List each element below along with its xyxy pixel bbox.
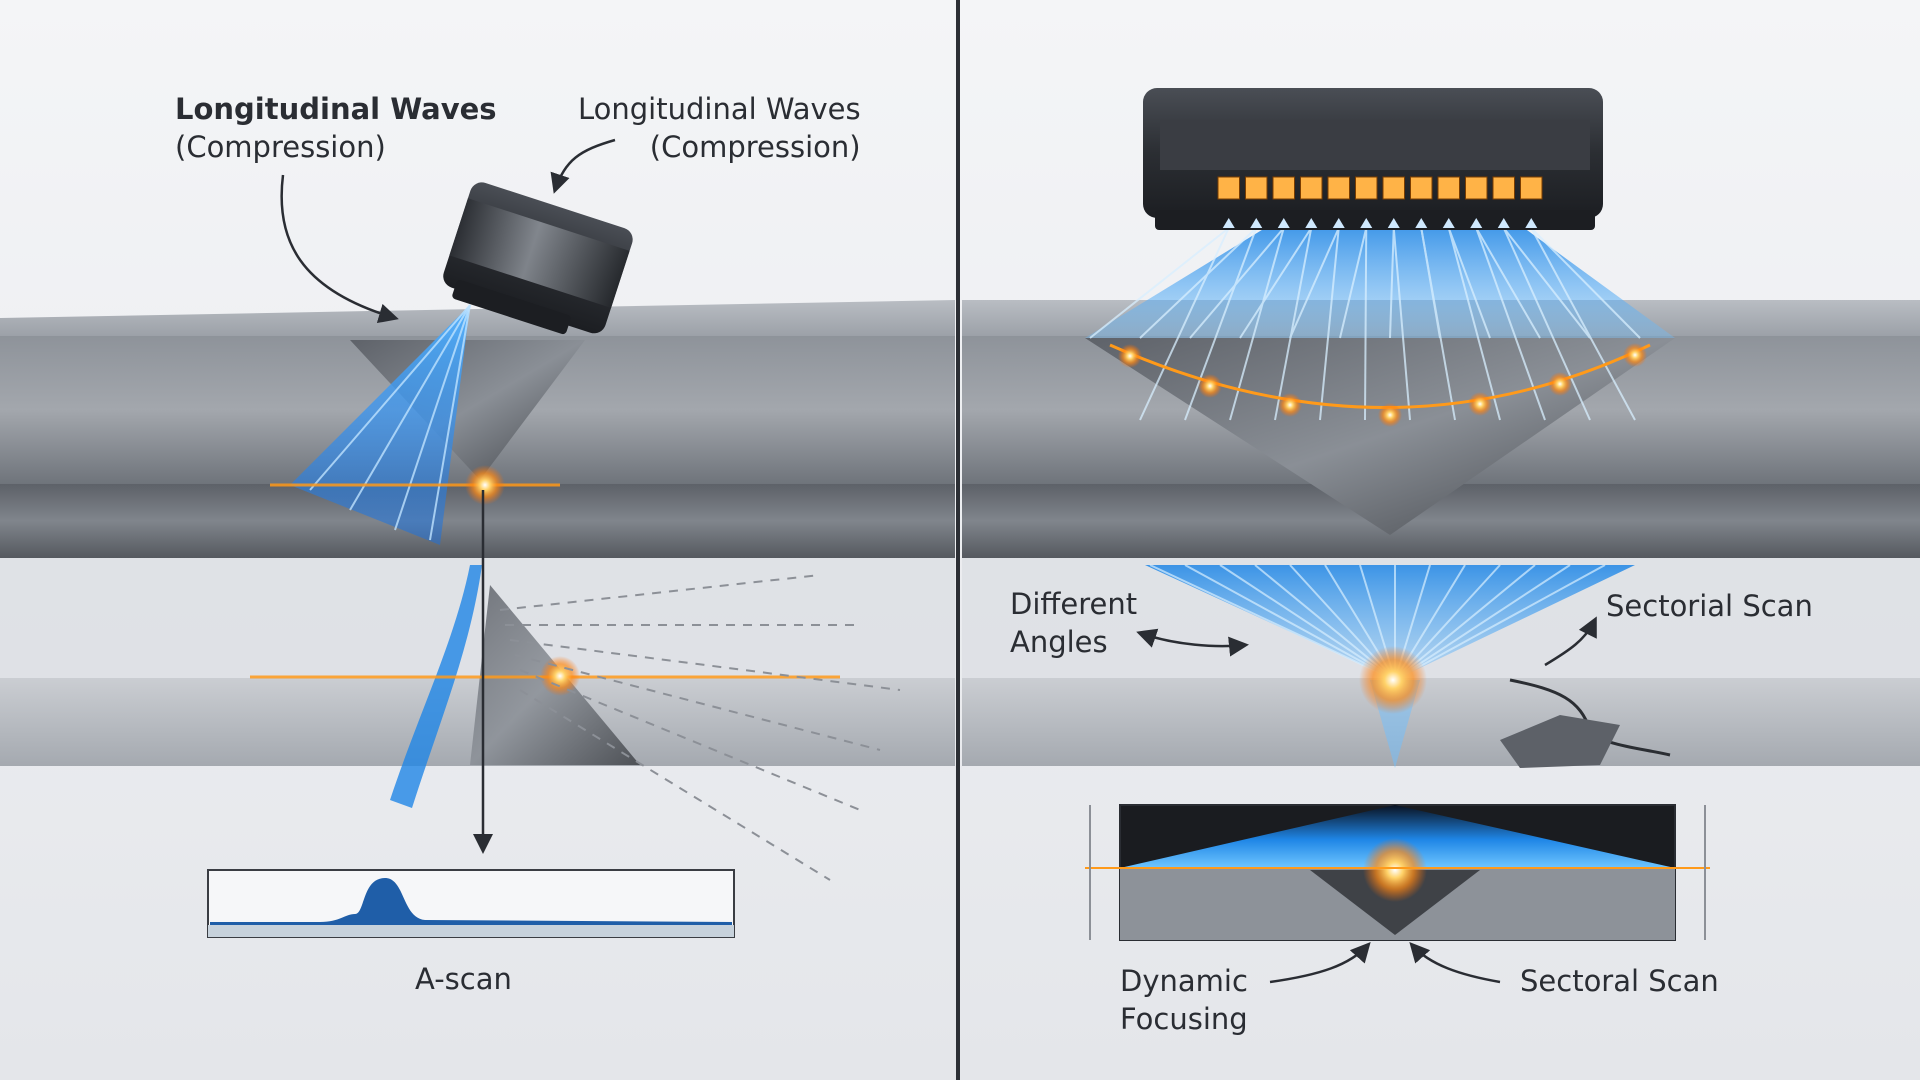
element-emitter [1387, 218, 1400, 228]
left-defect-glow-upper [465, 465, 505, 505]
focus-ray [1184, 564, 1396, 681]
left-dashed-rays [499, 574, 901, 881]
fan-ray [1364, 227, 1368, 421]
callout-b-arrow [550, 138, 616, 194]
probe-element [1492, 176, 1515, 200]
focus-ray [1394, 564, 1571, 681]
fan-ray [1475, 227, 1541, 339]
fan-ray [1289, 227, 1340, 339]
right-crack-chunk [1500, 715, 1620, 768]
different-angles-line1: Different [1010, 587, 1138, 621]
fan-ray [1530, 227, 1636, 421]
element-emitter [1305, 218, 1318, 228]
fan-ray [1229, 227, 1285, 421]
probe-element [1272, 176, 1295, 200]
element-emitter [1222, 218, 1235, 228]
element-emitter [1332, 218, 1345, 228]
fan-ray [1089, 227, 1230, 339]
fan-ray [1139, 227, 1230, 421]
right-focal-points [1118, 343, 1647, 427]
dynamic-focusing-line2: Focusing [1120, 1002, 1248, 1036]
callout-b-line1: Longitudinal Waves [578, 92, 861, 126]
focal-point [1468, 392, 1492, 416]
callout-a-line1: Longitudinal Waves [175, 92, 497, 126]
different-angles-arrow [1136, 628, 1249, 657]
focus-ray [1394, 564, 1606, 681]
probe-element [1245, 176, 1268, 200]
dynamic-focusing-label: Dynamic Focusing [1120, 962, 1248, 1038]
phased-array-probe [1143, 88, 1603, 230]
fan-ray [1447, 227, 1491, 339]
fan-ray [1319, 227, 1340, 421]
probe-element [1327, 176, 1350, 200]
fan-ray [1274, 227, 1313, 421]
fan-ray [1189, 227, 1285, 339]
focal-point [1198, 374, 1222, 398]
probe-element [1520, 176, 1543, 200]
fan-ray [1139, 227, 1257, 339]
focal-point [1623, 343, 1647, 367]
fan-ray [1447, 227, 1501, 421]
callout-b-line2: (Compression) [649, 130, 861, 164]
ascan-display [207, 869, 735, 938]
sectorial-scan-top-label: Sectorial Scan [1606, 589, 1813, 623]
callout-a-line2: (Compression) [175, 130, 386, 164]
callout-b-label: Longitudinal Waves (Compression) [578, 90, 861, 166]
fan-ray [1339, 227, 1368, 339]
sectoral-scan-bottom-label: Sectoral Scan [1520, 964, 1719, 998]
focal-point [1118, 344, 1142, 368]
dynamic-focusing-line1: Dynamic [1120, 964, 1248, 998]
probe-element [1382, 176, 1405, 200]
fan-ray [1184, 227, 1258, 421]
fan-ray [1530, 227, 1641, 339]
fan-ray [1389, 227, 1395, 339]
element-emitter [1415, 218, 1428, 228]
fan-ray [1502, 227, 1591, 421]
element-emitter [1470, 218, 1483, 228]
probe-element [1217, 176, 1240, 200]
element-emitter [1442, 218, 1455, 228]
sectorial-scan-top-arrow [1544, 616, 1597, 667]
fan-ray [1502, 227, 1591, 339]
probe-element [1410, 176, 1433, 200]
different-angles-line2: Angles [1010, 625, 1108, 659]
probe-element [1437, 176, 1460, 200]
fan-ray [1392, 227, 1411, 421]
callout-a-arrow [280, 174, 399, 324]
focal-point [1278, 393, 1302, 417]
right-phased-array-fan [1085, 225, 1675, 421]
right-lower-focus-fan [1145, 564, 1635, 768]
probe-element [1300, 176, 1323, 200]
focal-point [1378, 403, 1402, 427]
focus-ray [1149, 564, 1396, 681]
probe-element [1465, 176, 1488, 200]
element-emitter [1250, 218, 1263, 228]
left-angle-probe [443, 182, 633, 335]
different-angles-label: Different Angles [1010, 585, 1137, 661]
fan-ray [1239, 227, 1313, 339]
fan-ray [1420, 227, 1456, 421]
dynamic-focusing-arrow [1269, 942, 1371, 984]
probe-element [1355, 176, 1378, 200]
ascan-label: A-scan [415, 962, 512, 996]
callout-a-label: Longitudinal Waves (Compression) [175, 90, 497, 166]
element-emitter [1525, 218, 1538, 228]
sectoral-scan-image [1085, 804, 1710, 941]
element-emitter [1277, 218, 1290, 228]
focal-point [1548, 372, 1572, 396]
element-emitter [1360, 218, 1373, 228]
element-emitter [1497, 218, 1510, 228]
sectoral-scan-bottom-arrow [1409, 942, 1501, 984]
left-defect-glow-lower [540, 656, 580, 696]
